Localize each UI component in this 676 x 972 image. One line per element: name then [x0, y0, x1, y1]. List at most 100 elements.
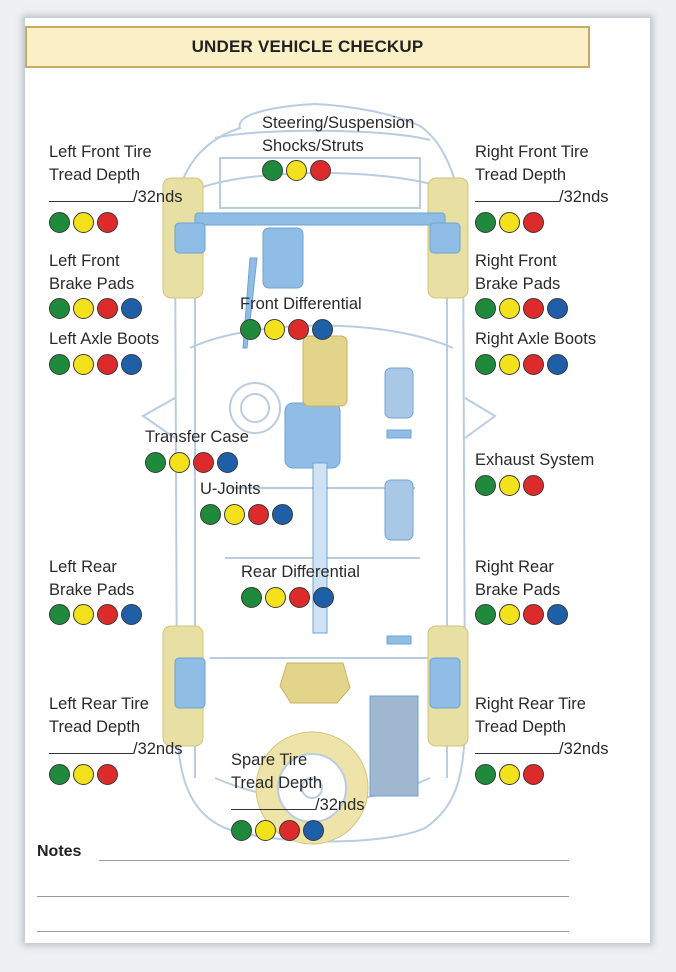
green-rating-dot[interactable]: [145, 451, 166, 473]
yellow-rating-dot[interactable]: [255, 819, 276, 841]
yellow-rating-dot[interactable]: [265, 586, 286, 608]
label-line: Tread Depth: [231, 773, 323, 792]
yellow-rating-dot[interactable]: [499, 298, 520, 319]
tread-depth-blank[interactable]: [231, 794, 315, 810]
green-rating-dot[interactable]: [49, 211, 70, 233]
yellow-rating-dot[interactable]: [499, 353, 520, 375]
item-left-rear-brake-pads: Left Rear Brake Pads: [49, 556, 142, 625]
tread-depth-blank[interactable]: [49, 186, 133, 202]
green-rating-dot[interactable]: [475, 763, 496, 785]
blue-rating-dot[interactable]: [312, 318, 333, 340]
rating-dots: [49, 298, 142, 319]
item-steering-suspension: Steering/Suspension Shocks/Struts: [262, 112, 414, 181]
green-rating-dot[interactable]: [475, 474, 496, 496]
notes-line-3[interactable]: [37, 931, 569, 932]
green-rating-dot[interactable]: [262, 160, 283, 181]
yellow-rating-dot[interactable]: [224, 503, 245, 525]
yellow-rating-dot[interactable]: [499, 763, 520, 785]
blue-rating-dot[interactable]: [313, 586, 334, 608]
red-rating-dot[interactable]: [523, 353, 544, 375]
unit-label: /32nds: [315, 796, 365, 814]
label-line: Spare Tire: [231, 751, 308, 769]
item-exhaust-system: Exhaust System: [475, 449, 594, 496]
blue-rating-dot[interactable]: [547, 353, 568, 375]
item-left-axle-boots: Left Axle Boots: [49, 328, 159, 375]
yellow-rating-dot[interactable]: [499, 211, 520, 233]
rating-dots: [49, 604, 142, 625]
red-rating-dot[interactable]: [523, 604, 544, 625]
label-line: Left Rear: [49, 558, 117, 576]
notes-line-2[interactable]: [37, 896, 569, 897]
unit-label: /32nds: [559, 740, 609, 758]
red-rating-dot[interactable]: [289, 586, 310, 608]
label-line: Right Front: [475, 252, 557, 270]
label-line: Right Axle Boots: [475, 330, 597, 348]
rating-dots: [475, 211, 609, 233]
red-rating-dot[interactable]: [248, 503, 269, 525]
red-rating-dot[interactable]: [279, 819, 300, 841]
red-rating-dot[interactable]: [97, 298, 118, 319]
blue-rating-dot[interactable]: [272, 503, 293, 525]
tread-depth-blank[interactable]: [475, 738, 559, 754]
blue-rating-dot[interactable]: [121, 353, 142, 375]
green-rating-dot[interactable]: [475, 211, 496, 233]
rating-dots: [240, 318, 362, 340]
yellow-rating-dot[interactable]: [264, 318, 285, 340]
yellow-rating-dot[interactable]: [73, 298, 94, 319]
green-rating-dot[interactable]: [49, 604, 70, 625]
notes-line-1[interactable]: [99, 860, 569, 861]
red-rating-dot[interactable]: [523, 298, 544, 319]
rating-dots: [475, 763, 609, 785]
green-rating-dot[interactable]: [200, 503, 221, 525]
yellow-rating-dot[interactable]: [499, 474, 520, 496]
label-line: Brake Pads: [49, 580, 135, 599]
green-rating-dot[interactable]: [231, 819, 252, 841]
label-line: Left Rear Tire: [49, 695, 149, 713]
green-rating-dot[interactable]: [475, 353, 496, 375]
label-line: Left Front: [49, 252, 120, 270]
unit-label: /32nds: [133, 740, 183, 758]
red-rating-dot[interactable]: [97, 353, 118, 375]
vehicle-diagram: [141, 102, 497, 845]
green-rating-dot[interactable]: [475, 298, 496, 319]
blue-rating-dot[interactable]: [547, 298, 568, 319]
red-rating-dot[interactable]: [193, 451, 214, 473]
header-bar: UNDER VEHICLE CHECKUP: [25, 26, 590, 68]
unit-label: /32nds: [133, 188, 183, 206]
item-right-rear-tire: Right Rear Tire Tread Depth /32nds: [475, 693, 609, 785]
green-rating-dot[interactable]: [240, 318, 261, 340]
green-rating-dot[interactable]: [49, 763, 70, 785]
green-rating-dot[interactable]: [241, 586, 262, 608]
green-rating-dot[interactable]: [49, 298, 70, 319]
yellow-rating-dot[interactable]: [499, 604, 520, 625]
red-rating-dot[interactable]: [523, 474, 544, 496]
red-rating-dot[interactable]: [288, 318, 309, 340]
red-rating-dot[interactable]: [97, 604, 118, 625]
red-rating-dot[interactable]: [523, 211, 544, 233]
red-rating-dot[interactable]: [523, 763, 544, 785]
blue-rating-dot[interactable]: [121, 604, 142, 625]
blue-rating-dot[interactable]: [121, 298, 142, 319]
unit-label: /32nds: [559, 188, 609, 206]
item-right-axle-boots: Right Axle Boots: [475, 328, 596, 375]
red-rating-dot[interactable]: [97, 211, 118, 233]
red-rating-dot[interactable]: [97, 763, 118, 785]
yellow-rating-dot[interactable]: [286, 160, 307, 181]
yellow-rating-dot[interactable]: [73, 604, 94, 625]
yellow-rating-dot[interactable]: [73, 353, 94, 375]
label-line: Shocks/Struts: [262, 136, 364, 155]
item-right-front-tire: Right Front Tire Tread Depth /32nds: [475, 141, 609, 233]
yellow-rating-dot[interactable]: [169, 451, 190, 473]
red-rating-dot[interactable]: [310, 160, 331, 181]
blue-rating-dot[interactable]: [547, 604, 568, 625]
tread-depth-blank[interactable]: [475, 186, 559, 202]
green-rating-dot[interactable]: [49, 353, 70, 375]
yellow-rating-dot[interactable]: [73, 211, 94, 233]
tread-depth-blank[interactable]: [49, 738, 133, 754]
rating-dots: [145, 451, 249, 473]
yellow-rating-dot[interactable]: [73, 763, 94, 785]
label-line: Tread Depth: [49, 165, 141, 184]
green-rating-dot[interactable]: [475, 604, 496, 625]
blue-rating-dot[interactable]: [303, 819, 324, 841]
blue-rating-dot[interactable]: [217, 451, 238, 473]
